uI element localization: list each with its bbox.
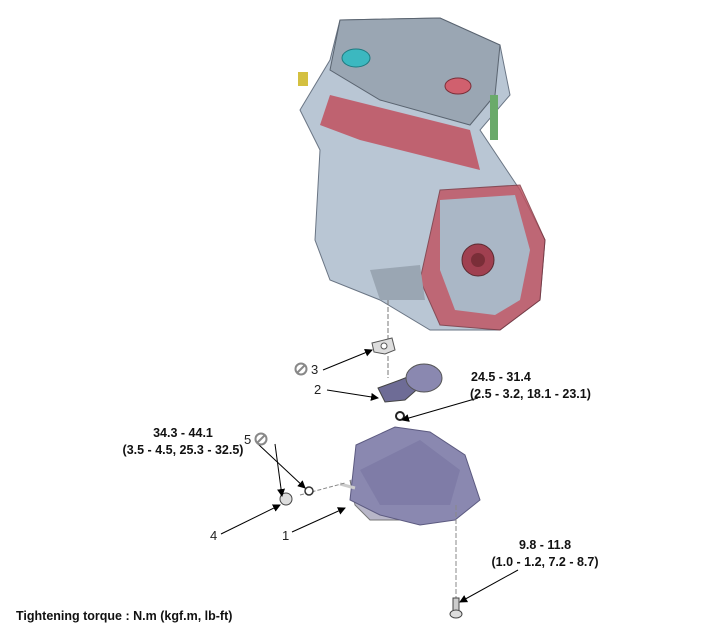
- torque-nm: 24.5 - 31.4: [471, 370, 531, 384]
- torque-nm: 34.3 - 44.1: [153, 426, 213, 440]
- oil-pan-bolt-part: [449, 597, 463, 619]
- torque-nm: 9.8 - 11.8: [518, 538, 572, 552]
- callout-1: 1: [282, 528, 290, 543]
- torque-oil-screen: 24.5 - 31.4 (2.5 - 3.2, 18.1 - 23.1): [470, 369, 591, 403]
- oil-screen-part: [377, 363, 443, 421]
- torque-alt: (1.0 - 1.2, 7.2 - 8.7): [491, 555, 599, 569]
- torque-units-caption: Tightening torque : N.m (kgf.m, lb-ft): [16, 609, 233, 623]
- callout-3: 3: [311, 362, 319, 377]
- torque-drain-plug: 34.3 - 44.1 (3.5 - 4.5, 25.3 - 32.5): [103, 425, 263, 459]
- oil-pan-part: [339, 426, 481, 526]
- prohibited-reuse-icon: [254, 432, 268, 449]
- callout-2: 2: [314, 382, 322, 397]
- callout-5: 5: [244, 432, 252, 447]
- torque-oil-pan-bolt: 9.8 - 11.8 (1.0 - 1.2, 7.2 - 8.7): [470, 537, 620, 571]
- callout-4: 4: [210, 528, 218, 543]
- torque-alt: (3.5 - 4.5, 25.3 - 32.5): [122, 443, 244, 457]
- drain-gasket-part: [304, 486, 314, 496]
- leader-lines: [220, 348, 519, 603]
- prohibited-reuse-icon: [294, 362, 308, 379]
- engine-assembly: [298, 17, 546, 331]
- gasket-part: [371, 337, 396, 355]
- torque-alt: (2.5 - 3.2, 18.1 - 23.1): [470, 387, 591, 401]
